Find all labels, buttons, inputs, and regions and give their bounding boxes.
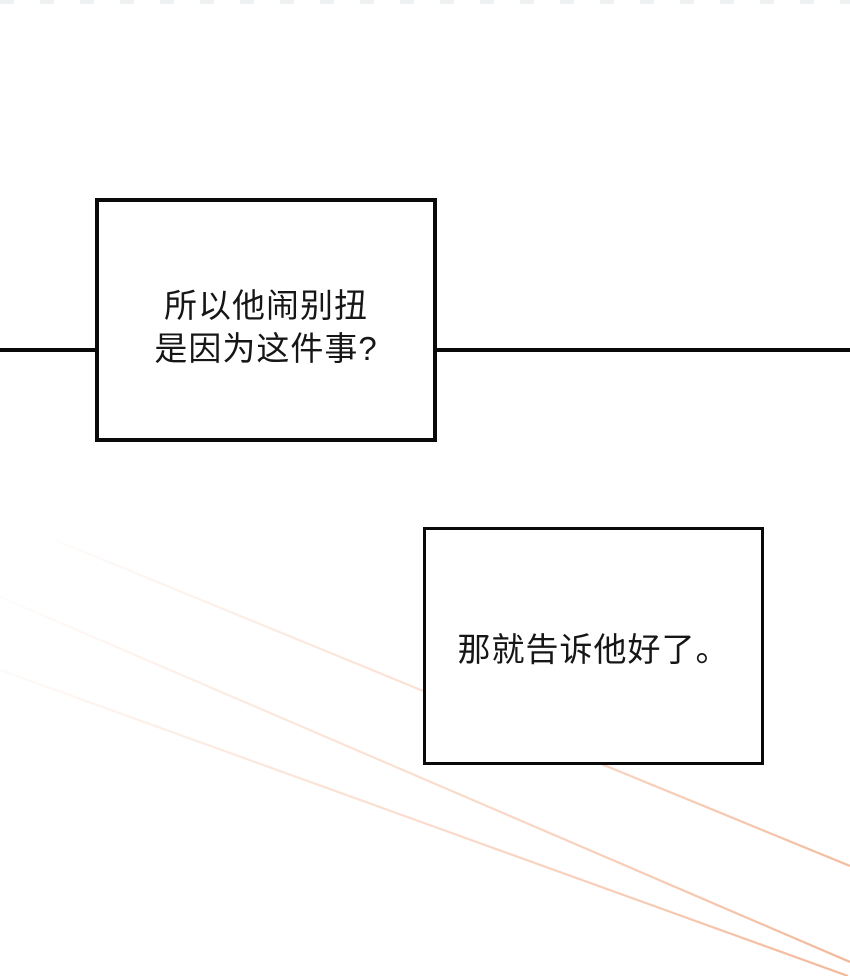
speech-box-2: 那就告诉他好了。 (423, 527, 764, 765)
panel-edge-dashes (0, 0, 850, 4)
dialogue-text: 是因为这件事? (154, 330, 378, 367)
speed-line-2 (0, 595, 850, 964)
speed-line-3 (0, 668, 849, 976)
speech-box-1: 所以他闹别扭 是因为这件事? (95, 198, 437, 442)
dialogue-text: 所以他闹别扭 (164, 287, 368, 324)
dialogue-text: 那就告诉他好了。 (457, 630, 730, 668)
